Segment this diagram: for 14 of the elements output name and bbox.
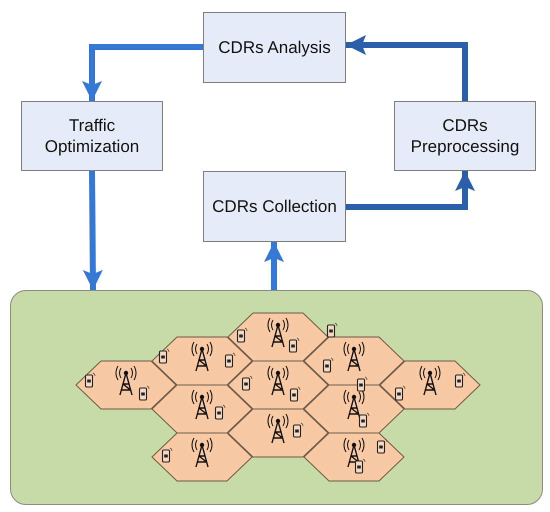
process-box — [203, 171, 346, 242]
box-label: CDRs Collection — [211, 196, 338, 217]
arrow — [264, 242, 284, 290]
process-box — [203, 12, 346, 83]
arrow — [346, 35, 468, 101]
arrow — [82, 170, 103, 290]
arrow — [346, 171, 475, 210]
arrow — [82, 44, 203, 101]
process-box — [394, 101, 536, 171]
box-label: CDRs Preprocessing — [410, 115, 520, 157]
network-panel — [10, 290, 543, 505]
process-box — [21, 101, 163, 171]
box-label: CDRs Analysis — [217, 37, 332, 58]
box-label: Traffic Optimization — [44, 115, 140, 157]
